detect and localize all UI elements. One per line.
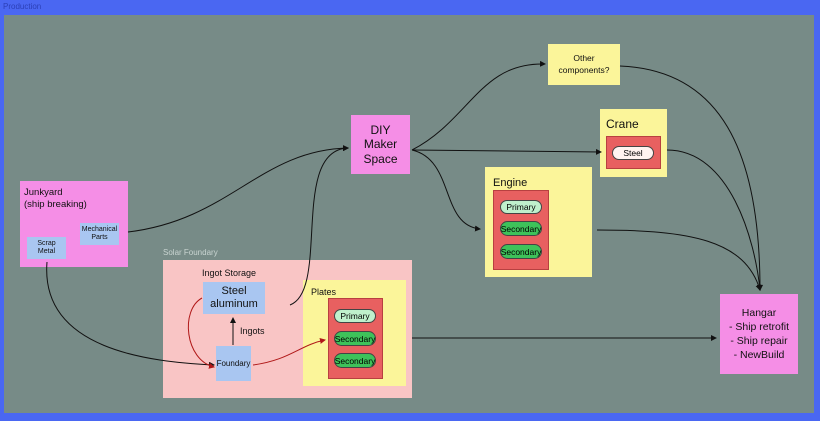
scrap-metal-node[interactable]: Scrap Metal: [27, 237, 66, 259]
engine-primary-pill[interactable]: Primary: [500, 200, 542, 214]
junkyard-title: Junkyard (ship breaking): [24, 187, 87, 211]
ingots-label: Ingots: [240, 326, 265, 336]
frame-label: Production: [3, 2, 42, 11]
plates-title: Plates: [311, 287, 337, 297]
plates-secondary-pill-1[interactable]: Secondary: [334, 331, 376, 346]
crane-title: Crane: [606, 117, 639, 131]
plates-secondary-pill-2[interactable]: Secondary: [334, 353, 376, 368]
hangar-node[interactable]: Hangar - Ship retrofit - Ship repair - N…: [720, 294, 798, 374]
solar-foundary-label: Solar Foundary: [163, 248, 218, 257]
engine-title: Engine: [493, 177, 528, 189]
crane-steel-pill[interactable]: Steel: [612, 146, 654, 160]
diy-maker-space-node[interactable]: DIY Maker Space: [351, 115, 410, 174]
engine-secondary-pill-2[interactable]: Secondary: [500, 244, 542, 259]
engine-secondary-pill-1[interactable]: Secondary: [500, 221, 542, 236]
plates-primary-pill[interactable]: Primary: [334, 309, 376, 323]
mechanical-parts-node[interactable]: Mechanical Parts: [80, 223, 119, 245]
ingot-steel-aluminum-node[interactable]: Steel aluminum: [203, 282, 265, 314]
ingot-storage-label: Ingot Storage: [202, 268, 257, 278]
foundary-node[interactable]: Foundary: [216, 346, 251, 381]
other-components-node[interactable]: Other components?: [548, 44, 620, 85]
